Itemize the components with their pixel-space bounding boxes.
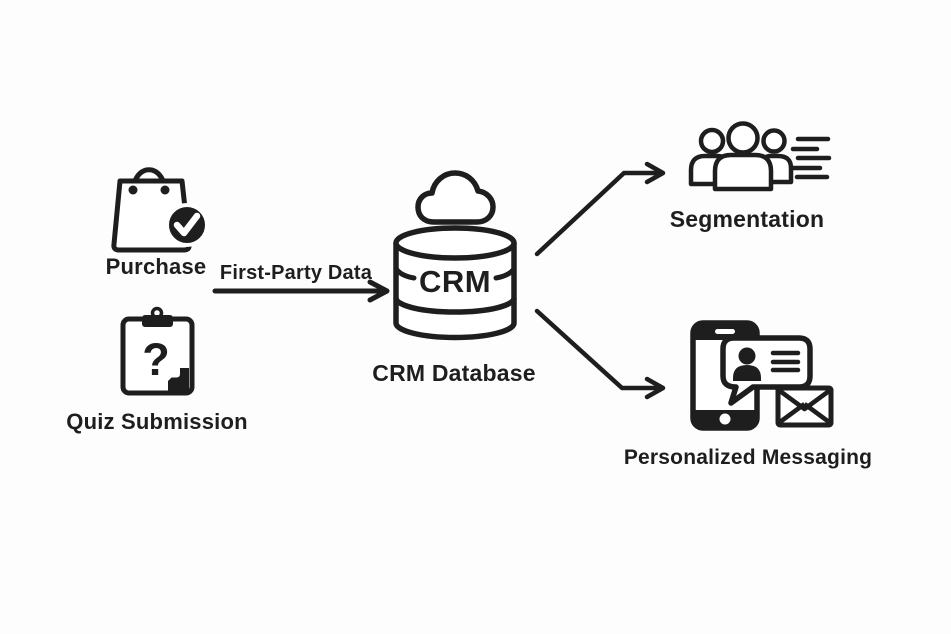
shopping-bag-check-icon: [111, 167, 209, 253]
folded-corner: [168, 368, 189, 391]
phone-chat-mail-icon: [690, 320, 834, 431]
cloud-icon: [415, 170, 496, 225]
segment-list-lines: [790, 136, 832, 180]
database-cylinder-icon: CRM: [393, 225, 517, 341]
person-icon: [738, 347, 756, 365]
arrow-sources-to-crm: [212, 279, 390, 303]
personalized-messaging-label: Personalized Messaging: [623, 446, 873, 469]
question-mark-glyph: ?: [142, 334, 170, 385]
audience-group-icon: [688, 121, 832, 192]
purchase-label: Purchase: [105, 254, 207, 279]
segmentation-label: Segmentation: [669, 206, 825, 232]
clipboard-question-icon: ?: [120, 306, 195, 396]
crm-database-label: CRM Database: [372, 360, 536, 386]
message-text-lines: [770, 350, 801, 373]
check-icon: [173, 212, 201, 237]
cloud-database-icon: CRM: [393, 170, 517, 341]
crm-cylinder-text: CRM: [419, 264, 491, 299]
arrow-crm-to-messaging: [534, 308, 666, 400]
first-party-data-label: First-Party Data: [219, 262, 373, 284]
quiz-submission-label: Quiz Submission: [66, 409, 248, 434]
envelope-icon: [775, 385, 834, 428]
arrow-crm-to-segmentation: [534, 161, 666, 257]
